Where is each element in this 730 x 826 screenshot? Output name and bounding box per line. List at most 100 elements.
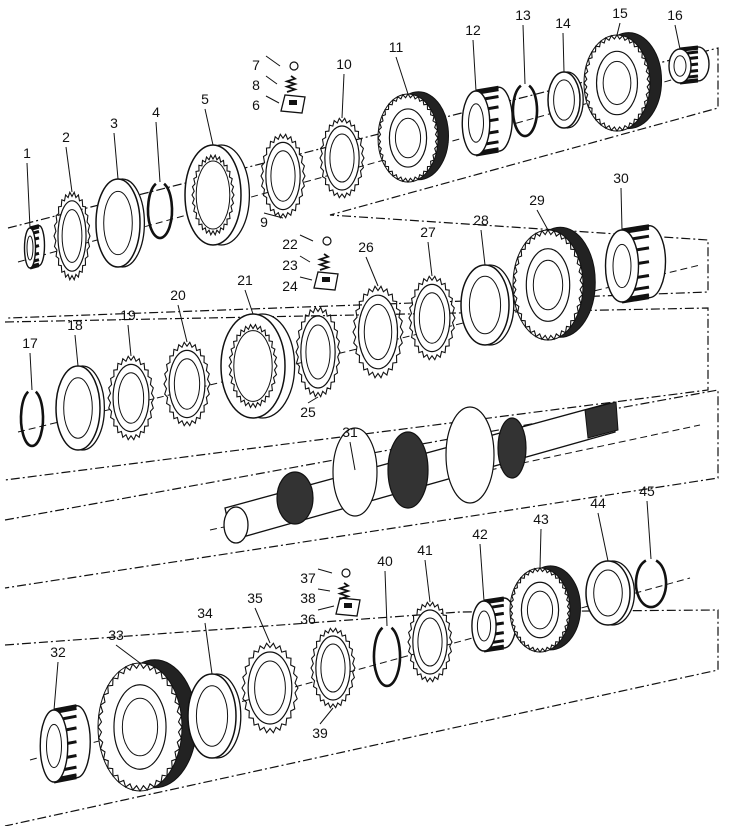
gear-teeth — [512, 228, 584, 342]
part-27-sync-ring — [408, 275, 456, 361]
shaft-spline-end — [584, 401, 619, 439]
spring-shape — [317, 253, 331, 271]
leader-line-42 — [479, 543, 485, 602]
ring-bore — [195, 685, 229, 747]
shaft-gear-band — [387, 431, 429, 509]
bearing-roller — [53, 704, 77, 712]
part-label-23: 23 — [282, 257, 298, 273]
part-37-ball — [341, 568, 351, 578]
leader-line-11 — [395, 56, 409, 95]
sleeve-bore — [195, 160, 231, 230]
ring-face — [187, 673, 237, 759]
shaft-end — [223, 506, 249, 544]
part-41-sync-ring — [407, 601, 453, 683]
part-label-22: 22 — [282, 236, 298, 252]
ring-bore — [417, 617, 443, 667]
ring-bore — [103, 190, 133, 256]
gear-teeth — [583, 33, 651, 133]
leader-line-10 — [341, 73, 345, 119]
part-2-sync-ring — [53, 190, 91, 282]
leader-line-4 — [155, 121, 161, 183]
bearing-bore — [26, 235, 34, 261]
leader-line-19 — [127, 324, 132, 357]
part-43-gear — [509, 565, 581, 653]
part-33-gear — [97, 659, 198, 793]
bearing-face — [471, 600, 497, 652]
gear-teeth — [97, 661, 183, 793]
bearing-face — [668, 48, 692, 84]
part-24-key — [313, 271, 339, 291]
gear-teeth — [352, 285, 404, 379]
part-13-snap-ring — [511, 84, 539, 138]
ring-bore — [363, 303, 393, 361]
leader-line-3 — [113, 132, 119, 180]
leader-line-33 — [115, 644, 141, 664]
part-label-42: 42 — [472, 526, 488, 542]
part-label-1: 1 — [23, 145, 31, 161]
ring-bore — [593, 569, 623, 617]
leader-line-23 — [299, 255, 311, 263]
part-label-27: 27 — [420, 224, 436, 240]
leader-line-34 — [204, 622, 213, 675]
gear-teeth — [377, 92, 439, 184]
ring-bore — [270, 150, 296, 202]
part-label-9: 9 — [260, 214, 268, 230]
part-4-snap-ring — [146, 182, 174, 240]
part-label-13: 13 — [515, 7, 531, 23]
ring-bore — [61, 209, 83, 263]
panel-frame — [4, 609, 719, 826]
ring-face — [460, 264, 510, 346]
bearing-bore — [46, 723, 62, 769]
key-notch — [344, 603, 352, 608]
snap-ring-shape — [634, 559, 668, 609]
main-shaft — [223, 401, 619, 544]
part-label-17: 17 — [22, 335, 38, 351]
part-label-38: 38 — [300, 590, 316, 606]
snap-ring-shape — [372, 626, 402, 688]
gear-teeth — [407, 601, 453, 683]
bearing-face — [604, 229, 640, 303]
ring-bore — [320, 643, 346, 693]
ball-shape — [341, 568, 351, 578]
part-23-spring — [317, 253, 331, 271]
sleeve-bore — [233, 330, 273, 402]
part-label-30: 30 — [613, 170, 629, 186]
leader-line-25 — [307, 396, 319, 404]
gear-teeth — [295, 306, 341, 398]
ring-bore — [418, 292, 446, 344]
part-label-35: 35 — [247, 590, 263, 606]
part-17-snap-ring — [19, 390, 45, 448]
leader-line-38 — [317, 588, 331, 592]
part-label-34: 34 — [197, 605, 213, 621]
leader-line-24 — [299, 276, 313, 281]
spring-shape — [337, 582, 351, 600]
bearing-roller — [475, 85, 499, 93]
part-label-16: 16 — [667, 7, 683, 23]
part-18-ring — [55, 365, 106, 451]
part-44-washer — [585, 560, 636, 626]
part-label-3: 3 — [110, 115, 118, 131]
part-16-bearing — [668, 45, 710, 85]
part-1-bearing — [23, 224, 46, 270]
part-label-11: 11 — [389, 39, 404, 55]
leader-line-29 — [536, 209, 549, 231]
part-label-40: 40 — [377, 553, 393, 569]
leader-line-16 — [674, 24, 681, 50]
part-10-sync-ring — [319, 117, 365, 199]
part-45-snap-ring — [634, 559, 668, 609]
leader-line-41 — [424, 559, 431, 603]
bearing-bore — [468, 103, 484, 143]
part-9-hub — [260, 133, 306, 219]
leader-line-43 — [539, 528, 542, 569]
snap-ring-shape — [511, 84, 539, 138]
part-label-33: 33 — [108, 627, 124, 643]
part-label-10: 10 — [336, 56, 352, 72]
part-15-gear — [583, 32, 663, 133]
gear-teeth — [241, 642, 299, 734]
snap-ring-shape — [146, 182, 174, 240]
leader-line-6 — [265, 95, 280, 104]
part-label-15: 15 — [612, 5, 628, 21]
part-label-12: 12 — [465, 22, 481, 38]
part-30-bearing — [604, 224, 667, 304]
